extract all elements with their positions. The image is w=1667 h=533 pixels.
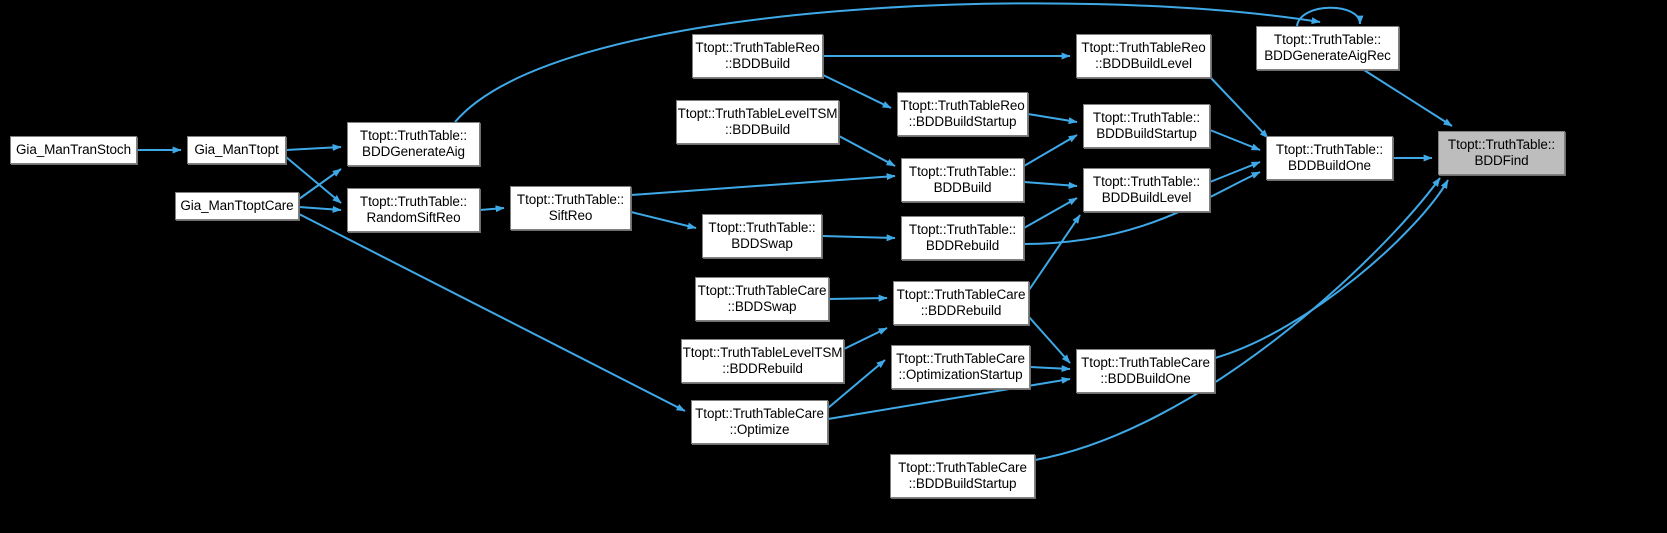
graph-node-label: Ttopt::TruthTable:: RandomSiftReo (359, 194, 468, 225)
edge-group (137, 2, 1453, 461)
graph-edge-n14-to-n13 (843, 327, 888, 350)
graph-edge-n20-to-n23 (1209, 161, 1261, 183)
graph-node-label: Ttopt::TruthTable:: BDDBuildOne (1275, 142, 1384, 173)
graph-node-n14[interactable]: Ttopt::TruthTableLevelTSM ::BDDRebuild (681, 339, 844, 383)
graph-node-n19[interactable]: Ttopt::TruthTable:: BDDBuildStartup (1083, 104, 1210, 148)
graph-node-label: Ttopt::TruthTable:: BDDBuildLevel (1092, 174, 1201, 205)
graph-node-label: Ttopt::TruthTable:: BDDFind (1447, 137, 1556, 168)
graph-edge-n5-to-n10 (630, 211, 697, 230)
graph-edge-n19-to-n23 (1209, 129, 1261, 151)
graph-node-label: Ttopt::TruthTableCare ::OptimizationStar… (896, 351, 1025, 382)
graph-node-n13[interactable]: Ttopt::TruthTableCare ::BDDRebuild (893, 281, 1029, 325)
graph-node-n18[interactable]: Ttopt::TruthTableReo ::BDDBuildLevel (1076, 34, 1211, 78)
graph-node-label: Ttopt::TruthTableLevelTSM ::BDDBuild (677, 106, 838, 137)
graph-node-label: Ttopt::TruthTableCare ::Optimize (695, 406, 824, 437)
graph-node-label: Gia_ManTtoptCare (180, 198, 294, 214)
graph-edge-n21-to-n24 (1214, 179, 1449, 359)
graph-node-label: Ttopt::TruthTableReo ::BDDBuild (695, 40, 820, 71)
graph-node-label: Ttopt::TruthTable:: BDDBuildStartup (1092, 110, 1201, 141)
graph-node-n12[interactable]: Ttopt::TruthTableCare ::BDDSwap (695, 277, 829, 321)
graph-node-n23[interactable]: Ttopt::TruthTable:: BDDBuildOne (1266, 136, 1393, 180)
graph-node-n6[interactable]: Ttopt::TruthTableReo ::BDDBuild (692, 34, 823, 78)
graph-node-label: Ttopt::TruthTable:: BDDBuild (908, 164, 1017, 195)
graph-edge-n2-to-n4 (298, 205, 342, 213)
graph-node-n9[interactable]: Ttopt::TruthTable:: BDDBuild (901, 158, 1024, 202)
graph-node-n0[interactable]: Gia_ManTranStoch (10, 136, 137, 164)
graph-node-label: Ttopt::TruthTableCare ::BDDSwap (697, 283, 827, 314)
graph-edge-n17-to-n24 (1034, 177, 1441, 461)
graph-node-n5[interactable]: Ttopt::TruthTable:: SiftReo (510, 186, 631, 230)
graph-node-n3[interactable]: Ttopt::TruthTable:: BDDGenerateAig (347, 122, 480, 166)
graph-edge-n6-to-n8 (822, 74, 892, 109)
graph-node-n24[interactable]: Ttopt::TruthTable:: BDDFind (1438, 131, 1565, 175)
graph-edge-n2-to-n3 (298, 168, 342, 200)
graph-node-n21[interactable]: Ttopt::TruthTableCare ::BDDBuildOne (1076, 349, 1215, 393)
graph-node-n4[interactable]: Ttopt::TruthTable:: RandomSiftReo (347, 188, 480, 232)
graph-edge-n11-to-n20 (1023, 197, 1078, 229)
graph-edge-n9-to-n19 (1023, 134, 1078, 167)
graph-edge-n13-to-n21 (1028, 316, 1071, 364)
graph-node-label: Ttopt::TruthTableCare ::BDDRebuild (896, 287, 1026, 318)
graph-node-n16[interactable]: Ttopt::TruthTableCare ::Optimize (691, 400, 828, 444)
graph-node-n10[interactable]: Ttopt::TruthTable:: BDDSwap (702, 214, 822, 258)
graph-edge-n1-to-n3 (285, 143, 342, 151)
graph-node-label: Ttopt::TruthTableCare ::BDDBuildOne (1081, 355, 1210, 386)
graph-edge-n4-to-n5 (479, 205, 505, 213)
graph-node-label: Ttopt::TruthTableCare ::BDDBuildStartup (898, 460, 1027, 491)
graph-edge-n15-to-n21 (1029, 365, 1071, 373)
graph-edge-n13-to-n20 (1028, 214, 1081, 291)
graph-node-label: Gia_ManTtopt (194, 142, 279, 158)
graph-node-label: Ttopt::TruthTable:: BDDGenerateAig (359, 128, 468, 159)
graph-node-n15[interactable]: Ttopt::TruthTableCare ::OptimizationStar… (891, 345, 1030, 389)
graph-edge-n5-to-n9 (630, 173, 896, 196)
graph-edge-n3-to-n22 (454, 2, 1321, 123)
graph-node-label: Ttopt::TruthTableReo ::BDDBuildLevel (1081, 40, 1206, 71)
graph-node-n17[interactable]: Ttopt::TruthTableCare ::BDDBuildStartup (890, 454, 1035, 498)
graph-edge-n2-to-n16 (298, 213, 686, 412)
graph-node-label: Ttopt::TruthTableReo ::BDDBuildStartup (900, 98, 1025, 129)
graph-node-n1[interactable]: Gia_ManTtopt (187, 136, 286, 164)
graph-node-n8[interactable]: Ttopt::TruthTableReo ::BDDBuildStartup (897, 92, 1028, 136)
graph-node-label: Ttopt::TruthTableLevelTSM ::BDDRebuild (682, 345, 843, 376)
graph-node-n11[interactable]: Ttopt::TruthTable:: BDDRebuild (901, 216, 1024, 260)
graph-node-n7[interactable]: Ttopt::TruthTableLevelTSM ::BDDBuild (676, 100, 839, 144)
graph-node-n20[interactable]: Ttopt::TruthTable:: BDDBuildLevel (1083, 168, 1210, 212)
graph-node-n22[interactable]: Ttopt::TruthTable:: BDDGenerateAigRec (1256, 26, 1399, 70)
graph-edge-n1-to-n4 (285, 156, 342, 204)
graph-edge-n22-to-n24 (1363, 69, 1453, 127)
graph-edge-n18-to-n23 (1210, 77, 1269, 139)
graph-edge-n9-to-n20 (1023, 181, 1078, 189)
graph-edge-n12-to-n13 (828, 294, 888, 302)
graph-node-label: Ttopt::TruthTable:: BDDGenerateAigRec (1264, 32, 1391, 63)
graph-node-label: Gia_ManTranStoch (16, 142, 131, 158)
graph-node-label: Ttopt::TruthTable:: BDDSwap (708, 220, 816, 251)
graph-edge-n10-to-n11 (821, 234, 896, 242)
graph-node-n2[interactable]: Gia_ManTtoptCare (175, 192, 299, 220)
graph-edge-n22-to-n22 (1296, 6, 1364, 27)
graph-edge-n11-to-n23 (1023, 171, 1261, 245)
graph-node-label: Ttopt::TruthTable:: BDDRebuild (908, 222, 1017, 253)
graph-edge-n16-to-n15 (827, 359, 886, 409)
graph-edge-n7-to-n9 (838, 135, 896, 167)
graph-edge-n8-to-n19 (1027, 113, 1078, 125)
graph-node-label: Ttopt::TruthTable:: SiftReo (516, 192, 625, 223)
